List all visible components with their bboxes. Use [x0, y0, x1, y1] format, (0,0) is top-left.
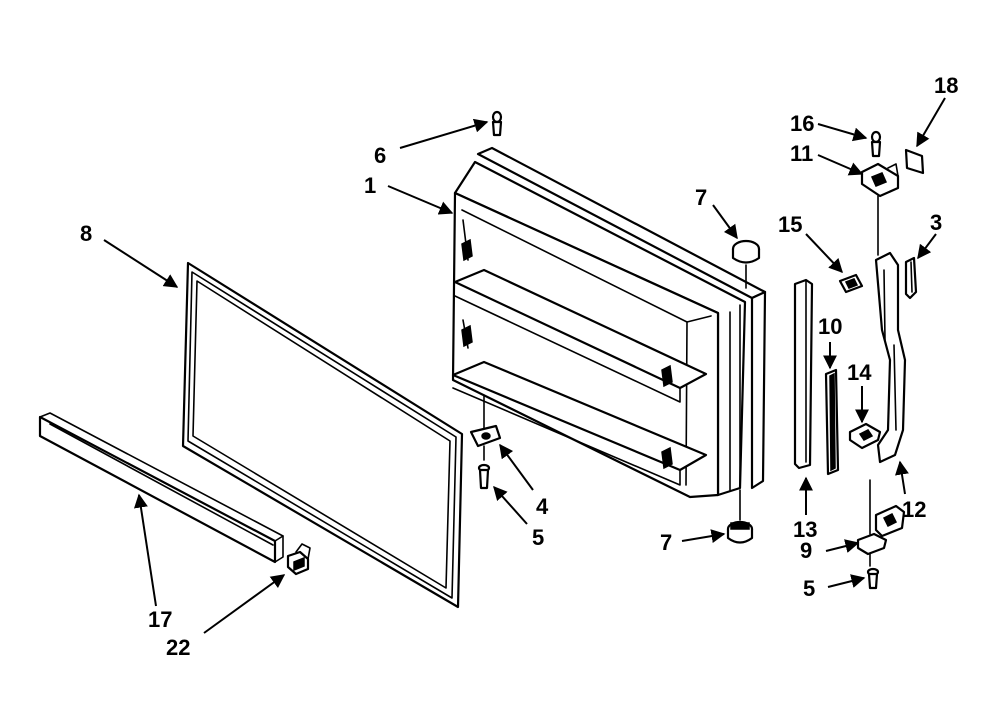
screw-top: [491, 110, 503, 137]
leader-7-top: [712, 204, 738, 240]
leader-6: [399, 118, 489, 149]
callout-12: 12: [902, 497, 926, 522]
handle-strip: [793, 278, 814, 470]
leader-11: [817, 154, 864, 176]
callout-16: 16: [790, 111, 814, 136]
door-liner: [451, 146, 767, 499]
callout-1: 1: [364, 173, 376, 198]
hinge-spacer: [838, 273, 864, 294]
leader-4: [499, 443, 534, 491]
bottom-hinge: [856, 504, 906, 556]
callout-11: 11: [790, 141, 813, 166]
hinge-shim: [904, 148, 925, 175]
screw-hinge-top: [870, 130, 882, 158]
leader-5-left: [493, 485, 528, 525]
leader-5-right: [827, 574, 866, 588]
callout-14: 14: [847, 360, 872, 385]
leader-15: [805, 233, 843, 274]
leader-7-bottom: [681, 529, 726, 543]
callout-labels: 6 1 8 7 7 4 5 17 22 16 11 18 15 3 10 14 …: [80, 73, 958, 660]
hinge-cover: [904, 256, 918, 300]
hinge-arm: [874, 251, 907, 464]
callout-5-left: 5: [532, 525, 544, 550]
leader-12: [895, 460, 909, 495]
trim-end-cap: [286, 543, 311, 576]
leader-1: [387, 185, 454, 215]
trim-strip: [38, 412, 284, 564]
leader-8: [103, 239, 179, 288]
callout-3: 3: [930, 210, 942, 235]
callout-18: 18: [934, 73, 958, 98]
top-hinge-bracket: [860, 162, 900, 198]
screw-left: [477, 463, 491, 490]
callout-4: 4: [536, 494, 549, 519]
leader-18: [916, 97, 946, 148]
callout-15: 15: [778, 212, 802, 237]
plug-top: [731, 239, 761, 264]
bushing-washer: [469, 424, 502, 448]
callout-17: 17: [148, 607, 172, 632]
callout-5-right: 5: [803, 576, 815, 601]
leader-lines: [103, 97, 946, 634]
callout-7-top: 7: [695, 185, 707, 210]
leader-17: [133, 493, 157, 607]
callout-10: 10: [818, 314, 842, 339]
callout-9: 9: [800, 538, 812, 563]
hinge-bracket-middle: [848, 422, 882, 450]
screw-right: [866, 567, 880, 590]
leader-9: [825, 539, 860, 553]
handle-insert: [824, 368, 840, 476]
callout-7-bottom: 7: [660, 530, 672, 555]
door-gasket: [181, 261, 464, 609]
callout-6: 6: [374, 143, 386, 168]
plug-bottom: [726, 520, 754, 544]
leader-3: [917, 233, 937, 260]
leader-22: [203, 574, 286, 634]
callout-13: 13: [793, 517, 817, 542]
callout-8: 8: [80, 221, 92, 246]
leader-16: [817, 123, 868, 142]
callout-22: 22: [166, 635, 190, 660]
